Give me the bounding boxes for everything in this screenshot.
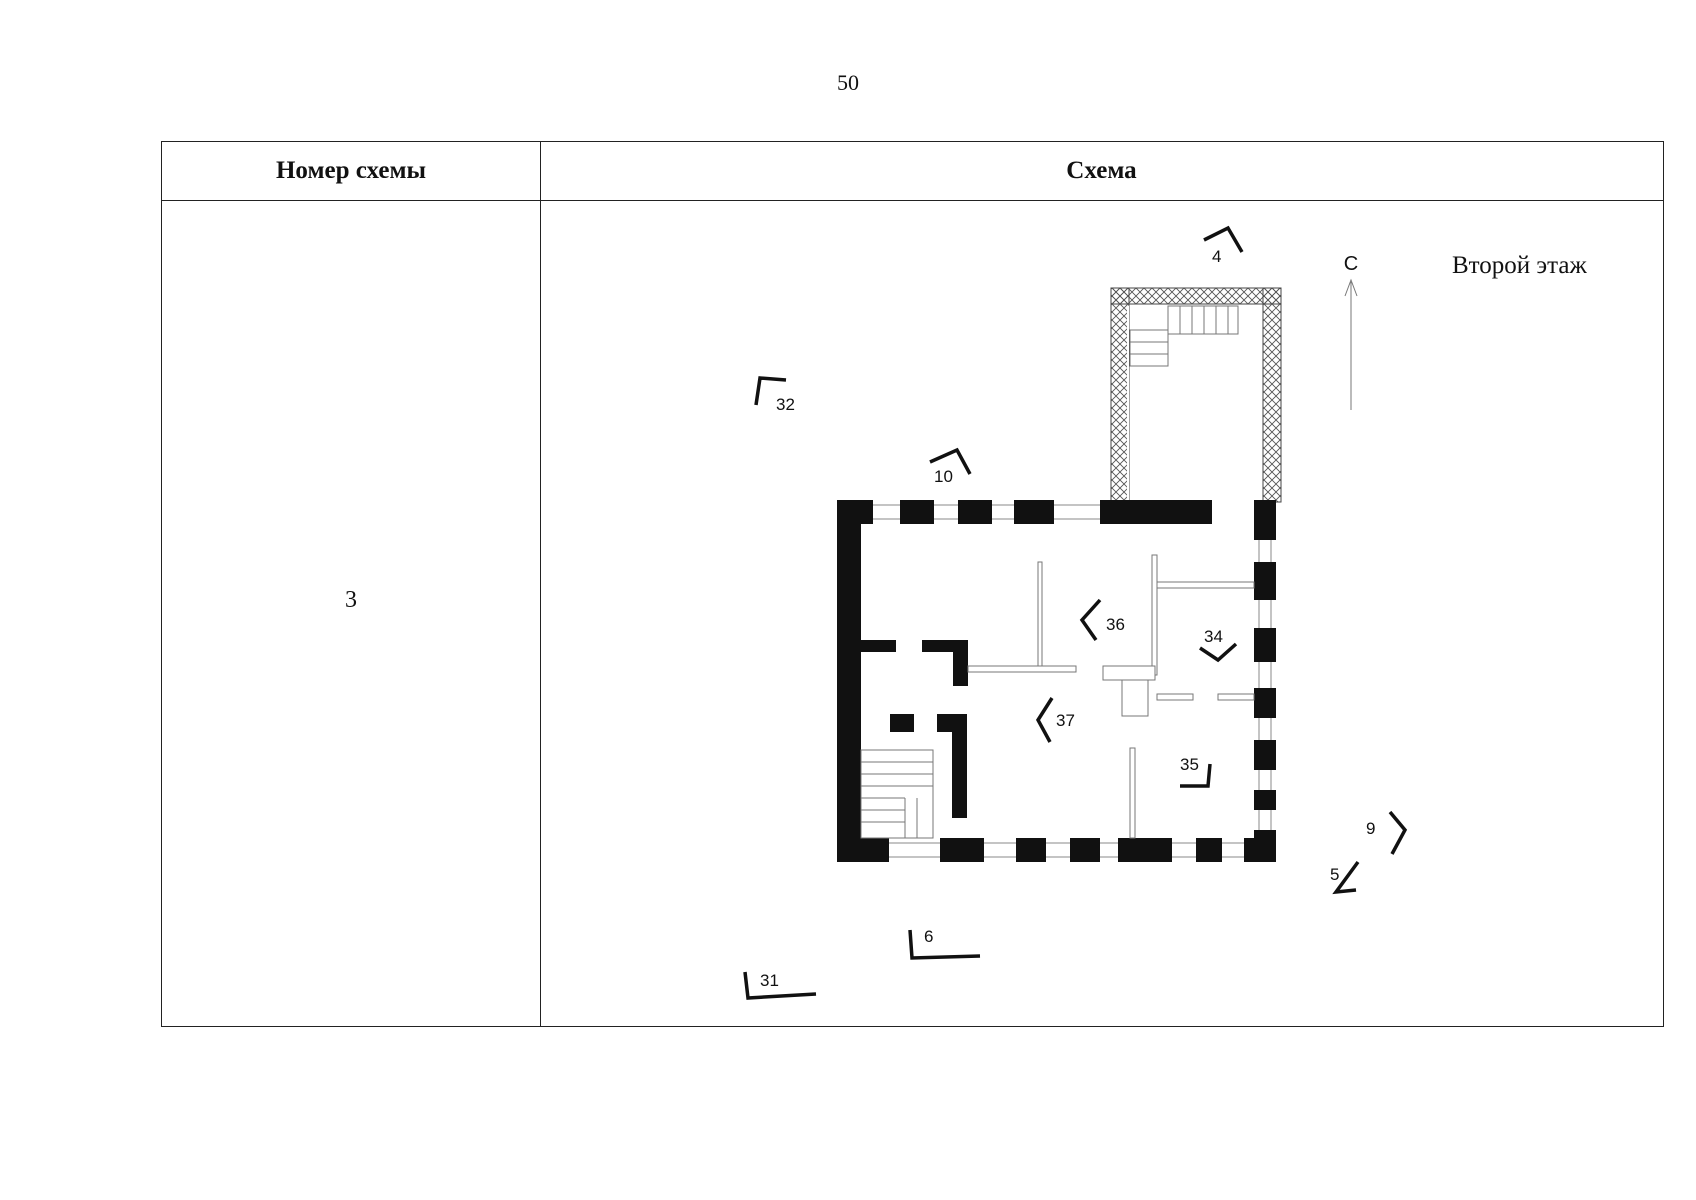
interior-partitions [967,554,1255,839]
scheme-table: Номер схемы Схема 3 [161,141,1664,1027]
view-marker-34: 34 [1204,627,1223,646]
view-marker-4-shape [1203,225,1244,253]
header-scheme: Схема [1066,157,1137,184]
view-marker-34-shape [1199,642,1238,663]
floor-label: Второй этаж [1452,252,1587,279]
view-marker-37-shape [1035,697,1054,743]
view-marker-37: 37 [1056,711,1075,730]
view-marker-labels: 4 32 10 36 34 37 35 9 5 6 31 [760,247,1375,990]
view-marker-10-shape [929,447,972,475]
annex-stairs [1129,305,1239,367]
view-marker-36-shape [1079,598,1102,642]
north-arrow: С [1344,253,1358,410]
view-marker-32-shape [754,376,787,406]
view-marker-31-shape [743,971,817,1000]
annex [1110,287,1282,503]
view-marker-35: 35 [1180,755,1199,774]
view-marker-6-shape [908,929,981,960]
north-label: С [1344,253,1358,275]
view-marker-32: 32 [776,395,795,414]
view-marker-6: 6 [924,927,933,946]
view-marker-9-shape [1388,810,1408,855]
view-marker-35-shape [1180,763,1212,788]
header-divider [162,200,1663,201]
view-marker-9: 9 [1366,819,1375,838]
main-stairs [860,749,934,839]
column-divider [540,142,541,1026]
view-marker-4: 4 [1212,247,1221,266]
scheme-number-cell: 3 [345,587,357,613]
view-marker-31: 31 [760,971,779,990]
view-marker-10: 10 [934,467,953,486]
header-scheme-number: Номер схемы [275,157,427,184]
main-walls [837,500,1276,862]
view-marker-5: 5 [1330,865,1339,884]
page-number: 50 [837,70,859,95]
view-markers [743,225,1408,1000]
view-marker-5-shape [1332,860,1360,895]
view-marker-36: 36 [1106,615,1125,634]
